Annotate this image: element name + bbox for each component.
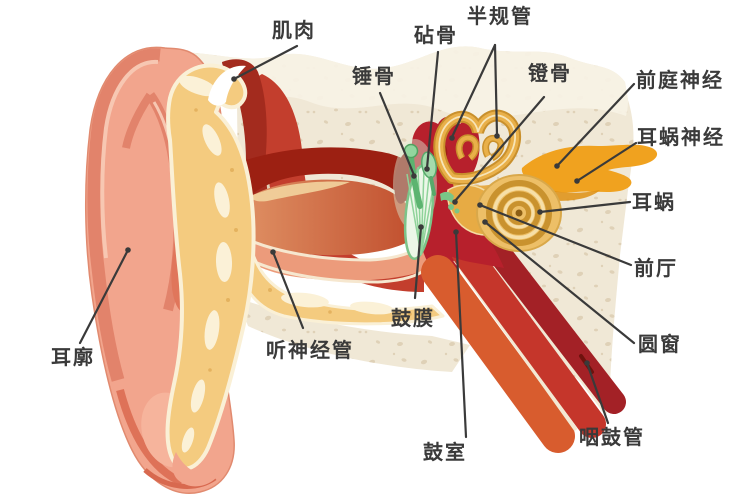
leader-line-auricle xyxy=(78,248,130,345)
label-auricle: 耳廓 xyxy=(51,345,95,369)
label-eustachian-tube: 咽鼓管 xyxy=(579,425,645,449)
ear-canal xyxy=(234,147,430,284)
label-vestibule: 前厅 xyxy=(634,256,678,280)
label-cochlear-nerve: 耳蜗神经 xyxy=(637,125,725,149)
leader-line-malleus xyxy=(378,91,416,177)
cartilage-hook xyxy=(165,63,256,487)
leader-line-muscle xyxy=(232,44,299,81)
eardrum-and-ossicles xyxy=(393,139,460,261)
label-malleus: 锤骨 xyxy=(352,64,396,88)
leader-line-stapes xyxy=(453,95,546,203)
leader-line-semicircular-a xyxy=(450,43,497,139)
leader-line-cochlear-nerve xyxy=(575,141,638,183)
leader-line-eardrum xyxy=(413,225,423,300)
leader-lines xyxy=(78,43,638,439)
leader-line-cochlea xyxy=(538,200,632,214)
label-auditory-nerve-canal: 听神经管 xyxy=(266,338,354,362)
leader-line-vestibule xyxy=(478,203,633,267)
cochlea-shape xyxy=(476,174,562,252)
label-tympanic-cavity: 鼓室 xyxy=(423,440,467,464)
label-round-window: 圆窗 xyxy=(638,332,682,356)
label-vestibular-nerve: 前庭神经 xyxy=(636,68,724,92)
label-semicircular-canals: 半规管 xyxy=(467,4,533,28)
leader-dots xyxy=(125,76,590,366)
label-cochlea: 耳蜗 xyxy=(632,190,676,214)
leader-line-eustachian-tube xyxy=(585,361,610,425)
leader-line-round-window xyxy=(483,220,636,345)
leader-line-incus xyxy=(425,50,440,170)
leader-line-auditory-nerve-canal xyxy=(271,250,305,330)
label-stapes: 镫骨 xyxy=(528,61,572,85)
label-eardrum: 鼓膜 xyxy=(391,306,435,330)
label-muscle: 肌肉 xyxy=(272,18,316,42)
label-incus: 砧骨 xyxy=(414,23,458,47)
leader-line-tympanic-cavity xyxy=(454,230,468,439)
leader-line-vestibular-nerve xyxy=(555,82,636,168)
leader-line-semicircular-b xyxy=(493,43,499,137)
